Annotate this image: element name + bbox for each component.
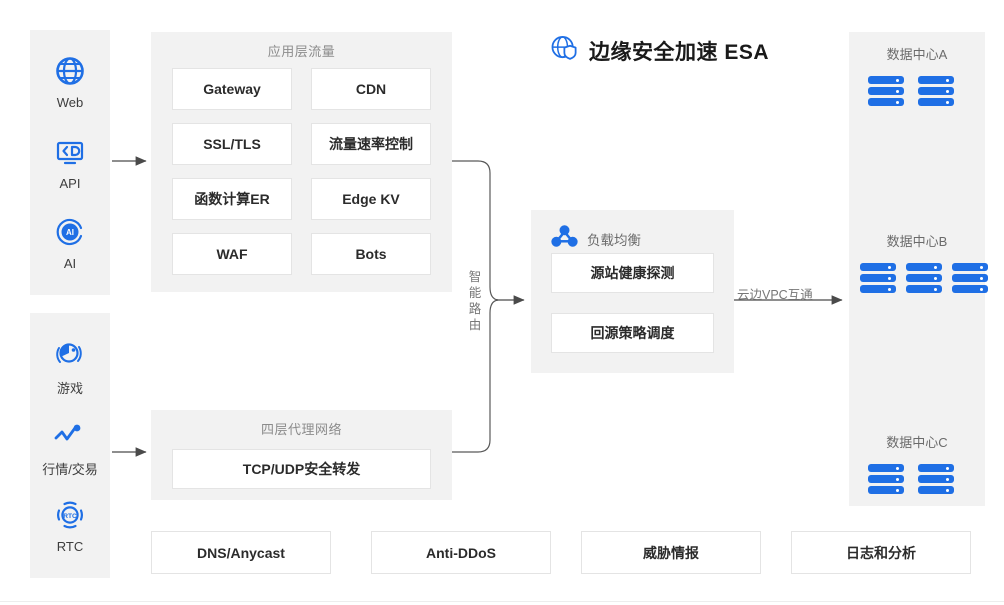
app-card-cdn[interactable]: CDN (311, 68, 431, 110)
app-layer-panel: 应用层流量 Gateway CDN SSL/TLS 流量速率控制 函数计算ER … (151, 32, 452, 292)
data-center-racks-b (860, 263, 988, 293)
sidebar-item-label: Web (56, 95, 84, 110)
sidebar-item-label: 行情/交易 (42, 462, 98, 477)
app-card-gateway[interactable]: Gateway (172, 68, 292, 110)
app-card-rate-control[interactable]: 流量速率控制 (311, 123, 431, 165)
load-balancer-header: 负载均衡 (551, 224, 641, 253)
app-card-ssl-tls[interactable]: SSL/TLS (172, 123, 292, 165)
sidebar-item-ai[interactable]: AI AI (30, 213, 110, 271)
sidebar-item-web[interactable]: Web (30, 52, 110, 110)
lb-card-origin-policy-scheduling[interactable]: 回源策略调度 (551, 313, 714, 353)
data-center-racks-a (868, 76, 954, 106)
server-rack-icon (906, 263, 942, 293)
data-center-label-a: 数据中心A (886, 47, 948, 62)
svg-text:RTC: RTC (63, 513, 77, 520)
server-rack-icon (860, 263, 896, 293)
sidebar-item-api[interactable]: API (30, 133, 110, 191)
load-balancer-icon (551, 224, 578, 253)
load-balancer-panel: 负载均衡 源站健康探测 回源策略调度 (531, 210, 734, 373)
server-rack-icon (918, 76, 954, 106)
page-title: 边缘安全加速 ESA (549, 33, 769, 69)
edge-label-vpc-interconnect: 云边VPC互通 (737, 288, 813, 302)
lb-card-origin-health-check[interactable]: 源站健康探测 (551, 253, 714, 293)
bottom-card-threat-intel[interactable]: 威胁情报 (581, 531, 761, 574)
game-icon (30, 335, 110, 373)
data-center-label-b: 数据中心B (886, 234, 948, 249)
data-center-label-c: 数据中心C (886, 435, 948, 450)
bottom-card-dns-anycast[interactable]: DNS/Anycast (151, 531, 331, 574)
sidebar-item-label: API (59, 176, 81, 191)
globe-shield-icon (549, 33, 579, 69)
page-title-text: 边缘安全加速 ESA (589, 41, 770, 64)
market-trend-icon (30, 416, 110, 454)
sidebar-item-market[interactable]: 行情/交易 (30, 416, 110, 478)
api-icon (30, 133, 110, 171)
l4-card-tcp-udp-forward[interactable]: TCP/UDP安全转发 (172, 449, 431, 489)
load-balancer-title: 负载均衡 (587, 232, 641, 248)
sidebar-item-game[interactable]: 游戏 (30, 335, 110, 397)
sidebar-item-label: 游戏 (56, 381, 83, 396)
app-layer-title: 应用层流量 (267, 44, 336, 59)
sidebar-item-label: AI (63, 256, 77, 271)
app-card-waf[interactable]: WAF (172, 233, 292, 275)
globe-icon (30, 52, 110, 90)
app-card-bots[interactable]: Bots (311, 233, 431, 275)
ai-icon: AI (30, 213, 110, 251)
data-center-racks-c (868, 464, 954, 494)
rtc-icon: RTC (30, 496, 110, 534)
data-center-panel: 数据中心A 数据中心B 数据中心C (849, 32, 988, 506)
sidebar-item-label: RTC (56, 539, 84, 554)
client-sources-panel-1: Web API AI AI (30, 30, 110, 295)
app-card-function-compute-er[interactable]: 函数计算ER (172, 178, 292, 220)
svg-text:AI: AI (66, 228, 74, 237)
client-sources-panel-2: 游戏 行情/交易 RTC RT (30, 313, 110, 578)
l4-layer-panel: 四层代理网络 TCP/UDP安全转发 (151, 410, 452, 500)
edge-label-smart-routing: 智能路由 (468, 270, 482, 332)
l4-layer-title: 四层代理网络 (260, 422, 342, 437)
app-card-edge-kv[interactable]: Edge KV (311, 178, 431, 220)
server-rack-icon (952, 263, 988, 293)
server-rack-icon (918, 464, 954, 494)
sidebar-item-rtc[interactable]: RTC RTC (30, 496, 110, 554)
bottom-divider (0, 601, 1004, 602)
server-rack-icon (868, 464, 904, 494)
bottom-card-log-analytics[interactable]: 日志和分析 (791, 531, 971, 574)
bottom-card-anti-ddos[interactable]: Anti-DDoS (371, 531, 551, 574)
server-rack-icon (868, 76, 904, 106)
